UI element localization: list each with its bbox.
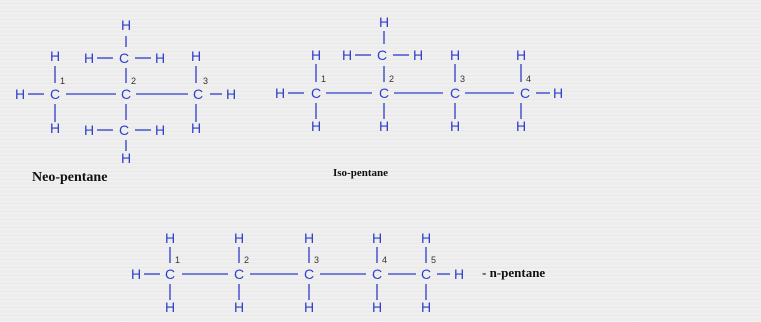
hydrogen-atom: H [379, 14, 389, 30]
carbon-number: 3 [460, 74, 465, 84]
carbon-number: 1 [175, 255, 180, 265]
carbon-number: 1 [321, 74, 326, 84]
hydrogen-atom: H [165, 299, 175, 315]
hydrogen-atom: H [165, 230, 175, 246]
carbon-atom: C [377, 47, 387, 63]
hydrogen-atom: H [155, 122, 165, 138]
iso-pentane-label: Iso-pentane [333, 167, 388, 179]
carbon-atom: C [165, 266, 175, 282]
hydrogen-atom: H [450, 47, 460, 63]
iso-pentane-structure: H C C C C H H H H H H H H H H C H 1 2 3 … [275, 14, 563, 179]
hydrogen-atom: H [516, 47, 526, 63]
n-pentane-structure: H C C C C C H H H H H H H H H H H 1 2 3 … [131, 230, 545, 315]
hydrogen-atom: H [234, 230, 244, 246]
hydrogen-atom: H [191, 48, 201, 64]
hydrogen-atom: H [516, 118, 526, 134]
hydrogen-atom: H [342, 47, 352, 63]
hydrogen-atom: H [234, 299, 244, 315]
hydrogen-atom: H [191, 120, 201, 136]
carbon-number: 3 [203, 76, 208, 86]
hydrogen-atom: H [226, 86, 236, 102]
carbon-atom: C [372, 266, 382, 282]
carbon-number: 2 [131, 76, 136, 86]
hydrogen-atom: H [450, 118, 460, 134]
neo-pentane-label: Neo-pentane [32, 170, 107, 185]
carbon-number: 2 [389, 74, 394, 84]
hydrogen-atom: H [131, 266, 141, 282]
hydrogen-atom: H [311, 118, 321, 134]
carbon-atom: C [121, 86, 131, 102]
hydrogen-atom: H [304, 299, 314, 315]
carbon-atom: C [304, 266, 314, 282]
hydrogen-atom: H [372, 299, 382, 315]
hydrogen-atom: H [15, 86, 25, 102]
hydrogen-atom: H [553, 85, 563, 101]
hydrogen-atom: H [50, 48, 60, 64]
carbon-atom: C [450, 85, 460, 101]
carbon-atom: C [119, 122, 129, 138]
carbon-atom: C [421, 266, 431, 282]
hydrogen-atom: H [155, 50, 165, 66]
carbon-atom: C [234, 266, 244, 282]
hydrogen-atom: H [372, 230, 382, 246]
hydrogen-atom: H [413, 47, 423, 63]
hydrogen-atom: H [275, 85, 285, 101]
hydrogen-atom: H [121, 150, 131, 166]
neo-pentane-structure: H C C C H H H H H H H C H H C H H 1 2 3 … [15, 17, 236, 185]
hydrogen-atom: H [379, 118, 389, 134]
n-pentane-label: - n-pentane [482, 265, 545, 280]
hydrogen-atom: H [454, 266, 464, 282]
carbon-atom: C [379, 85, 389, 101]
hydrogen-atom: H [421, 230, 431, 246]
hydrogen-atom: H [421, 299, 431, 315]
hydrogen-atom: H [84, 122, 94, 138]
carbon-number: 5 [431, 255, 436, 265]
hydrogen-atom: H [304, 230, 314, 246]
carbon-number: 4 [382, 255, 387, 265]
carbon-number: 4 [526, 74, 531, 84]
carbon-atom: C [119, 50, 129, 66]
carbon-atom: C [520, 85, 530, 101]
carbon-number: 1 [60, 76, 65, 86]
hydrogen-atom: H [50, 120, 60, 136]
carbon-number: 2 [244, 255, 249, 265]
carbon-number: 3 [314, 255, 319, 265]
carbon-atom: C [193, 86, 203, 102]
hydrogen-atom: H [84, 50, 94, 66]
carbon-atom: C [311, 85, 321, 101]
carbon-atom: C [50, 86, 60, 102]
hydrogen-atom: H [121, 17, 131, 33]
hydrogen-atom: H [311, 47, 321, 63]
